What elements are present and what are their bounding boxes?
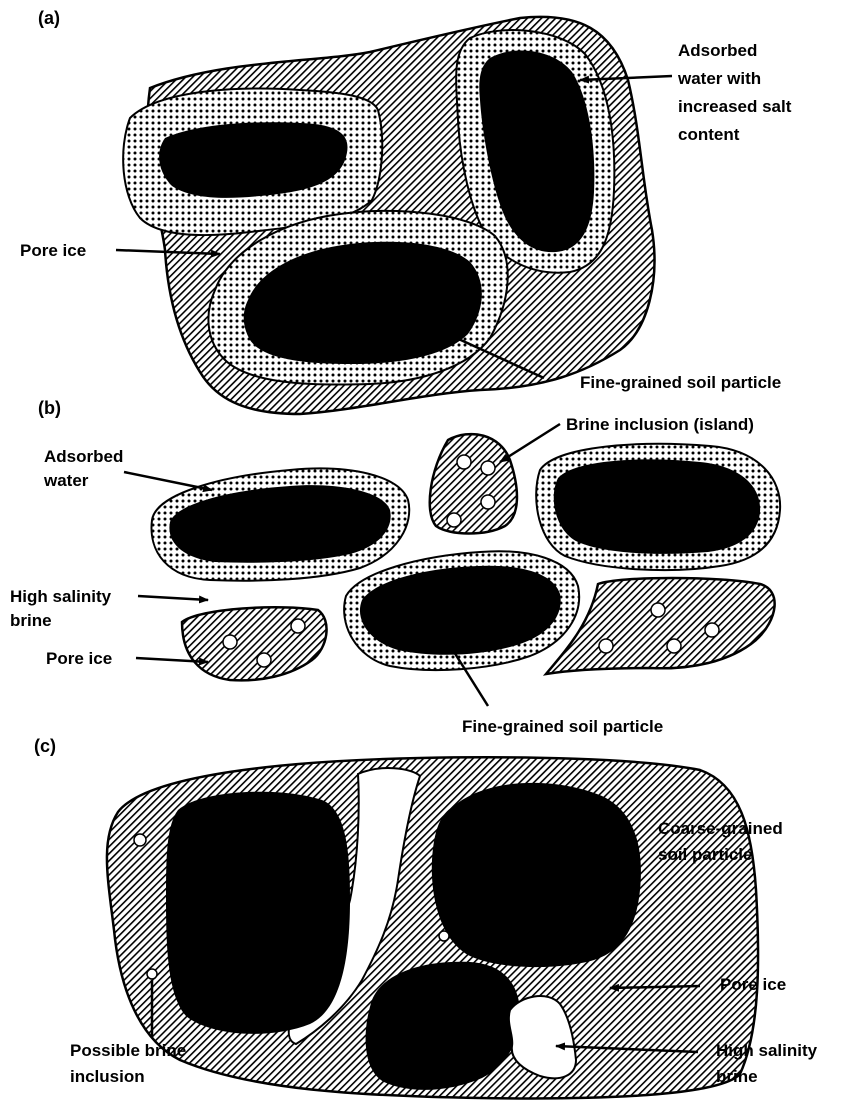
brine-inclusion-b-1	[457, 455, 471, 469]
label-adsorbed-water-b-2: water	[43, 471, 89, 490]
coarse-particle-c-left	[166, 792, 350, 1034]
panel-a-letter: (a)	[38, 8, 60, 28]
label-coarse-particle-2: soil particle	[658, 845, 752, 864]
label-fine-particle-a: Fine-grained soil particle	[580, 373, 781, 392]
label-adsorbed-water-salt-2: water with	[677, 69, 761, 88]
label-pore-ice-a: Pore ice	[20, 241, 86, 260]
panel-b: (b) Adsorbed water Brine inclusion (isla	[10, 398, 780, 736]
brine-inclusion-b-9	[705, 623, 719, 637]
brine-inclusion-b-11	[599, 639, 613, 653]
brine-inclusion-b-6	[291, 619, 305, 633]
label-adsorbed-water-salt-1: Adsorbed	[678, 41, 757, 60]
brine-inclusion-b-10	[667, 639, 681, 653]
coarse-particle-c-right	[432, 783, 641, 967]
arrow-brine-inclusion	[500, 424, 560, 462]
panel-a: (a) Adsorbed water with increased salt c…	[20, 8, 792, 414]
label-pore-ice-b: Pore ice	[46, 649, 112, 668]
label-possible-brine-1: Possible brine	[70, 1041, 186, 1060]
label-coarse-particle-1: Coarse-grained	[658, 819, 783, 838]
label-brine-inclusion: Brine inclusion (island)	[566, 415, 754, 434]
brine-inclusion-b-7	[257, 653, 271, 667]
label-pore-ice-c: Pore ice	[720, 975, 786, 994]
panel-b-letter: (b)	[38, 398, 61, 418]
brine-inclusion-b-8	[651, 603, 665, 617]
brine-inclusion-b-3	[481, 495, 495, 509]
label-high-salinity-c-2: brine	[716, 1067, 758, 1086]
arrow-high-salinity-b	[138, 596, 208, 600]
label-adsorbed-water-salt-3: increased salt	[678, 97, 792, 116]
brine-inclusion-c-2	[439, 931, 449, 941]
ice-island-b-top	[430, 434, 517, 533]
brine-inclusion-b-5	[223, 635, 237, 649]
ice-island-b-right	[546, 578, 775, 674]
panel-c-letter: (c)	[34, 736, 56, 756]
label-high-salinity-b-1: High salinity	[10, 587, 112, 606]
brine-inclusion-c-3	[147, 969, 157, 979]
ice-island-b-left	[182, 607, 327, 680]
label-fine-particle-b: Fine-grained soil particle	[462, 717, 663, 736]
label-high-salinity-c-1: High salinity	[716, 1041, 818, 1060]
label-high-salinity-b-2: brine	[10, 611, 52, 630]
label-adsorbed-water-b-1: Adsorbed	[44, 447, 123, 466]
brine-inclusion-b-2	[481, 461, 495, 475]
soil-particle-b2	[554, 459, 760, 553]
brine-inclusion-c-1	[134, 834, 146, 846]
panel-c: (c) Coarse-grained soil particle Pore ic…	[34, 736, 818, 1098]
label-possible-brine-2: inclusion	[70, 1067, 145, 1086]
arrow-adsorbed-water-b	[124, 472, 212, 490]
label-adsorbed-water-salt-4: content	[678, 125, 740, 144]
brine-inclusion-b-4	[447, 513, 461, 527]
